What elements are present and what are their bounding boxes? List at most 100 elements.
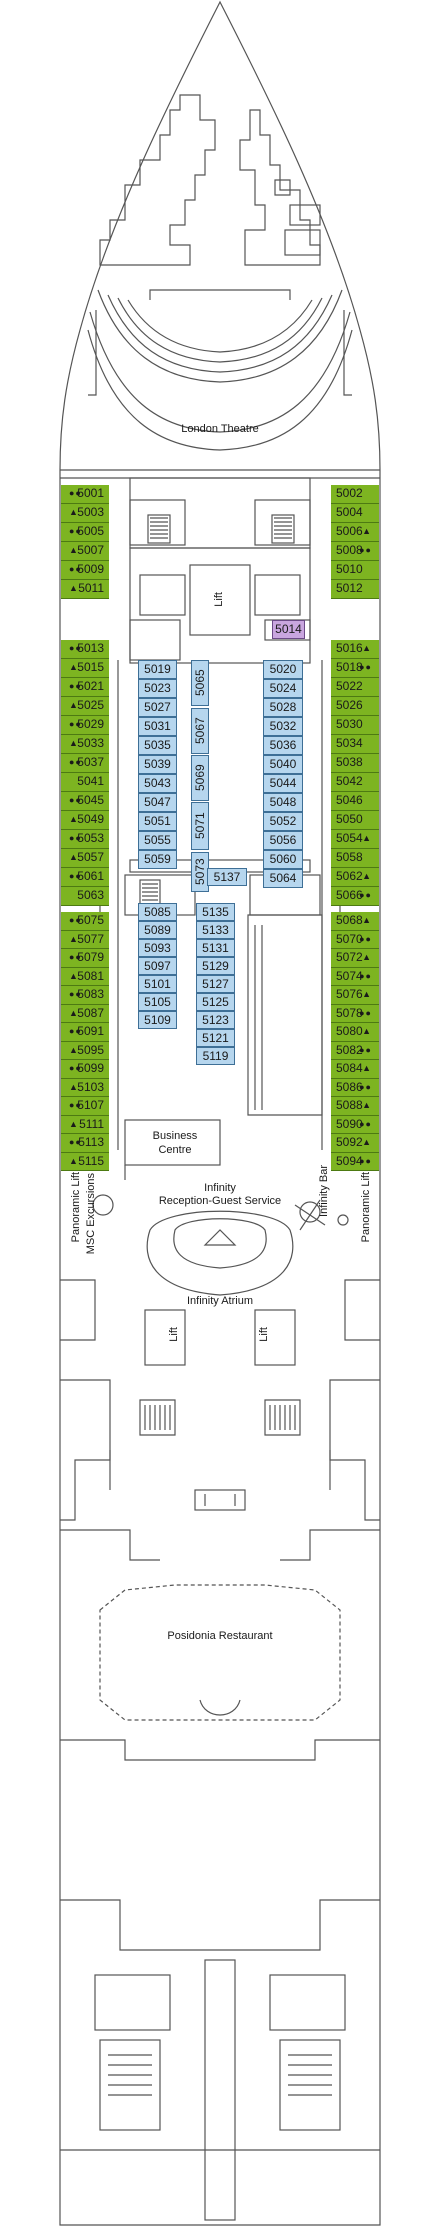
cabin-5133[interactable]: 5133 xyxy=(196,921,235,939)
cabin-5053[interactable]: ●●5053 xyxy=(61,830,109,849)
cabin-5099[interactable]: ●●5099 xyxy=(61,1060,109,1079)
cabin-5068[interactable]: ▲5068 xyxy=(331,912,379,931)
cabin-5021[interactable]: ●●5021 xyxy=(61,678,109,697)
cabin-5081[interactable]: ▲5081 xyxy=(61,967,109,986)
cabin-5046[interactable]: 5046 xyxy=(331,792,379,811)
cabin-5103[interactable]: ▲5103 xyxy=(61,1078,109,1097)
cabin-5029[interactable]: ●●5029 xyxy=(61,716,109,735)
cabin-5054[interactable]: ▲5054 xyxy=(331,830,379,849)
cabin-5015[interactable]: ▲5015 xyxy=(61,659,109,678)
cabin-5050[interactable]: 5050 xyxy=(331,811,379,830)
cabin-5023[interactable]: 5023 xyxy=(138,679,177,698)
cabin-5045[interactable]: ●●5045 xyxy=(61,792,109,811)
cabin-5095[interactable]: ▲5095 xyxy=(61,1041,109,1060)
cabin-5088[interactable]: ▲5088 xyxy=(331,1097,379,1116)
cabin-5049[interactable]: ▲5049 xyxy=(61,811,109,830)
cabin-5051[interactable]: 5051 xyxy=(138,812,177,831)
cabin-5094[interactable]: ●●5094 xyxy=(331,1152,379,1171)
cabin-5074[interactable]: ●●5074 xyxy=(331,967,379,986)
cabin-5005[interactable]: ●●5005 xyxy=(61,523,109,542)
cabin-5042[interactable]: 5042 xyxy=(331,773,379,792)
cabin-5056[interactable]: 5056 xyxy=(263,831,303,850)
cabin-5079[interactable]: ●●5079 xyxy=(61,949,109,968)
cabin-5008[interactable]: ●●5008 xyxy=(331,542,379,561)
cabin-5065[interactable]: 5065 xyxy=(191,660,209,706)
cabin-5038[interactable]: 5038 xyxy=(331,754,379,773)
cabin-5069[interactable]: 5069 xyxy=(191,755,209,801)
cabin-5127[interactable]: 5127 xyxy=(196,975,235,993)
cabin-5101[interactable]: 5101 xyxy=(138,975,177,993)
cabin-5007[interactable]: ▲5007 xyxy=(61,542,109,561)
cabin-5030[interactable]: 5030 xyxy=(331,716,379,735)
cabin-5137[interactable]: 5137 xyxy=(207,868,247,886)
cabin-5026[interactable]: 5026 xyxy=(331,697,379,716)
cabin-5059[interactable]: 5059 xyxy=(138,850,177,869)
cabin-5091[interactable]: ●●5091 xyxy=(61,1023,109,1042)
cabin-5085[interactable]: 5085 xyxy=(138,903,177,921)
cabin-5066[interactable]: ●●5066 xyxy=(331,887,379,906)
cabin-5131[interactable]: 5131 xyxy=(196,939,235,957)
cabin-5031[interactable]: 5031 xyxy=(138,717,177,736)
cabin-5083[interactable]: ●●5083 xyxy=(61,986,109,1005)
cabin-5039[interactable]: 5039 xyxy=(138,755,177,774)
cabin-5107[interactable]: ●●5107 xyxy=(61,1097,109,1116)
cabin-5025[interactable]: ▲5025 xyxy=(61,697,109,716)
cabin-5123[interactable]: 5123 xyxy=(196,1011,235,1029)
cabin-5135[interactable]: 5135 xyxy=(196,903,235,921)
cabin-5003[interactable]: ▲5003 xyxy=(61,504,109,523)
cabin-5018[interactable]: ●●5018 xyxy=(331,659,379,678)
cabin-5010[interactable]: 5010 xyxy=(331,561,379,580)
cabin-5009[interactable]: ●●5009 xyxy=(61,561,109,580)
cabin-5075[interactable]: ●●5075 xyxy=(61,912,109,931)
cabin-5090[interactable]: ●●5090 xyxy=(331,1115,379,1134)
cabin-5020[interactable]: 5020 xyxy=(263,660,303,679)
cabin-5067[interactable]: 5067 xyxy=(191,708,209,754)
cabin-5032[interactable]: 5032 xyxy=(263,717,303,736)
cabin-5121[interactable]: 5121 xyxy=(196,1029,235,1047)
cabin-5072[interactable]: ▲5072 xyxy=(331,949,379,968)
cabin-5036[interactable]: 5036 xyxy=(263,736,303,755)
cabin-5001[interactable]: ●●5001 xyxy=(61,485,109,504)
cabin-5022[interactable]: 5022 xyxy=(331,678,379,697)
cabin-5097[interactable]: 5097 xyxy=(138,957,177,975)
cabin-5033[interactable]: ▲5033 xyxy=(61,735,109,754)
cabin-5037[interactable]: ●●5037 xyxy=(61,754,109,773)
cabin-5016[interactable]: ▲5016 xyxy=(331,640,379,659)
cabin-5043[interactable]: 5043 xyxy=(138,774,177,793)
cabin-5063[interactable]: 5063 xyxy=(61,887,109,906)
cabin-5078[interactable]: ●●5078 xyxy=(331,1004,379,1023)
cabin-5125[interactable]: 5125 xyxy=(196,993,235,1011)
cabin-5077[interactable]: ▲5077 xyxy=(61,930,109,949)
cabin-5058[interactable]: 5058 xyxy=(331,849,379,868)
cabin-5092[interactable]: ▲5092 xyxy=(331,1134,379,1153)
cabin-5011[interactable]: ▲5011 xyxy=(61,580,109,599)
cabin-5055[interactable]: 5055 xyxy=(138,831,177,850)
cabin-5087[interactable]: ▲5087 xyxy=(61,1004,109,1023)
cabin-5071[interactable]: 5071 xyxy=(191,802,209,850)
cabin-5024[interactable]: 5024 xyxy=(263,679,303,698)
cabin-5105[interactable]: 5105 xyxy=(138,993,177,1011)
cabin-5076[interactable]: ▲5076 xyxy=(331,986,379,1005)
cabin-5080[interactable]: ▲5080 xyxy=(331,1023,379,1042)
cabin-5129[interactable]: 5129 xyxy=(196,957,235,975)
cabin-5014[interactable]: 5014 xyxy=(272,620,305,639)
cabin-5013[interactable]: ●●5013 xyxy=(61,640,109,659)
cabin-5062[interactable]: ▲5062 xyxy=(331,868,379,887)
cabin-5041[interactable]: 5041 xyxy=(61,773,109,792)
cabin-5119[interactable]: 5119 xyxy=(196,1047,235,1065)
cabin-5048[interactable]: 5048 xyxy=(263,793,303,812)
cabin-5060[interactable]: 5060 xyxy=(263,850,303,869)
cabin-5040[interactable]: 5040 xyxy=(263,755,303,774)
cabin-5044[interactable]: 5044 xyxy=(263,774,303,793)
cabin-5035[interactable]: 5035 xyxy=(138,736,177,755)
cabin-5070[interactable]: ●●5070 xyxy=(331,930,379,949)
cabin-5086[interactable]: ●●5086 xyxy=(331,1078,379,1097)
cabin-5084[interactable]: ▲5084 xyxy=(331,1060,379,1079)
cabin-5012[interactable]: 5012 xyxy=(331,580,379,599)
cabin-5004[interactable]: 5004 xyxy=(331,504,379,523)
cabin-5047[interactable]: 5047 xyxy=(138,793,177,812)
cabin-5057[interactable]: ▲5057 xyxy=(61,849,109,868)
cabin-5064[interactable]: 5064 xyxy=(263,869,303,888)
cabin-5027[interactable]: 5027 xyxy=(138,698,177,717)
cabin-5111[interactable]: ▲5111 xyxy=(61,1115,109,1134)
